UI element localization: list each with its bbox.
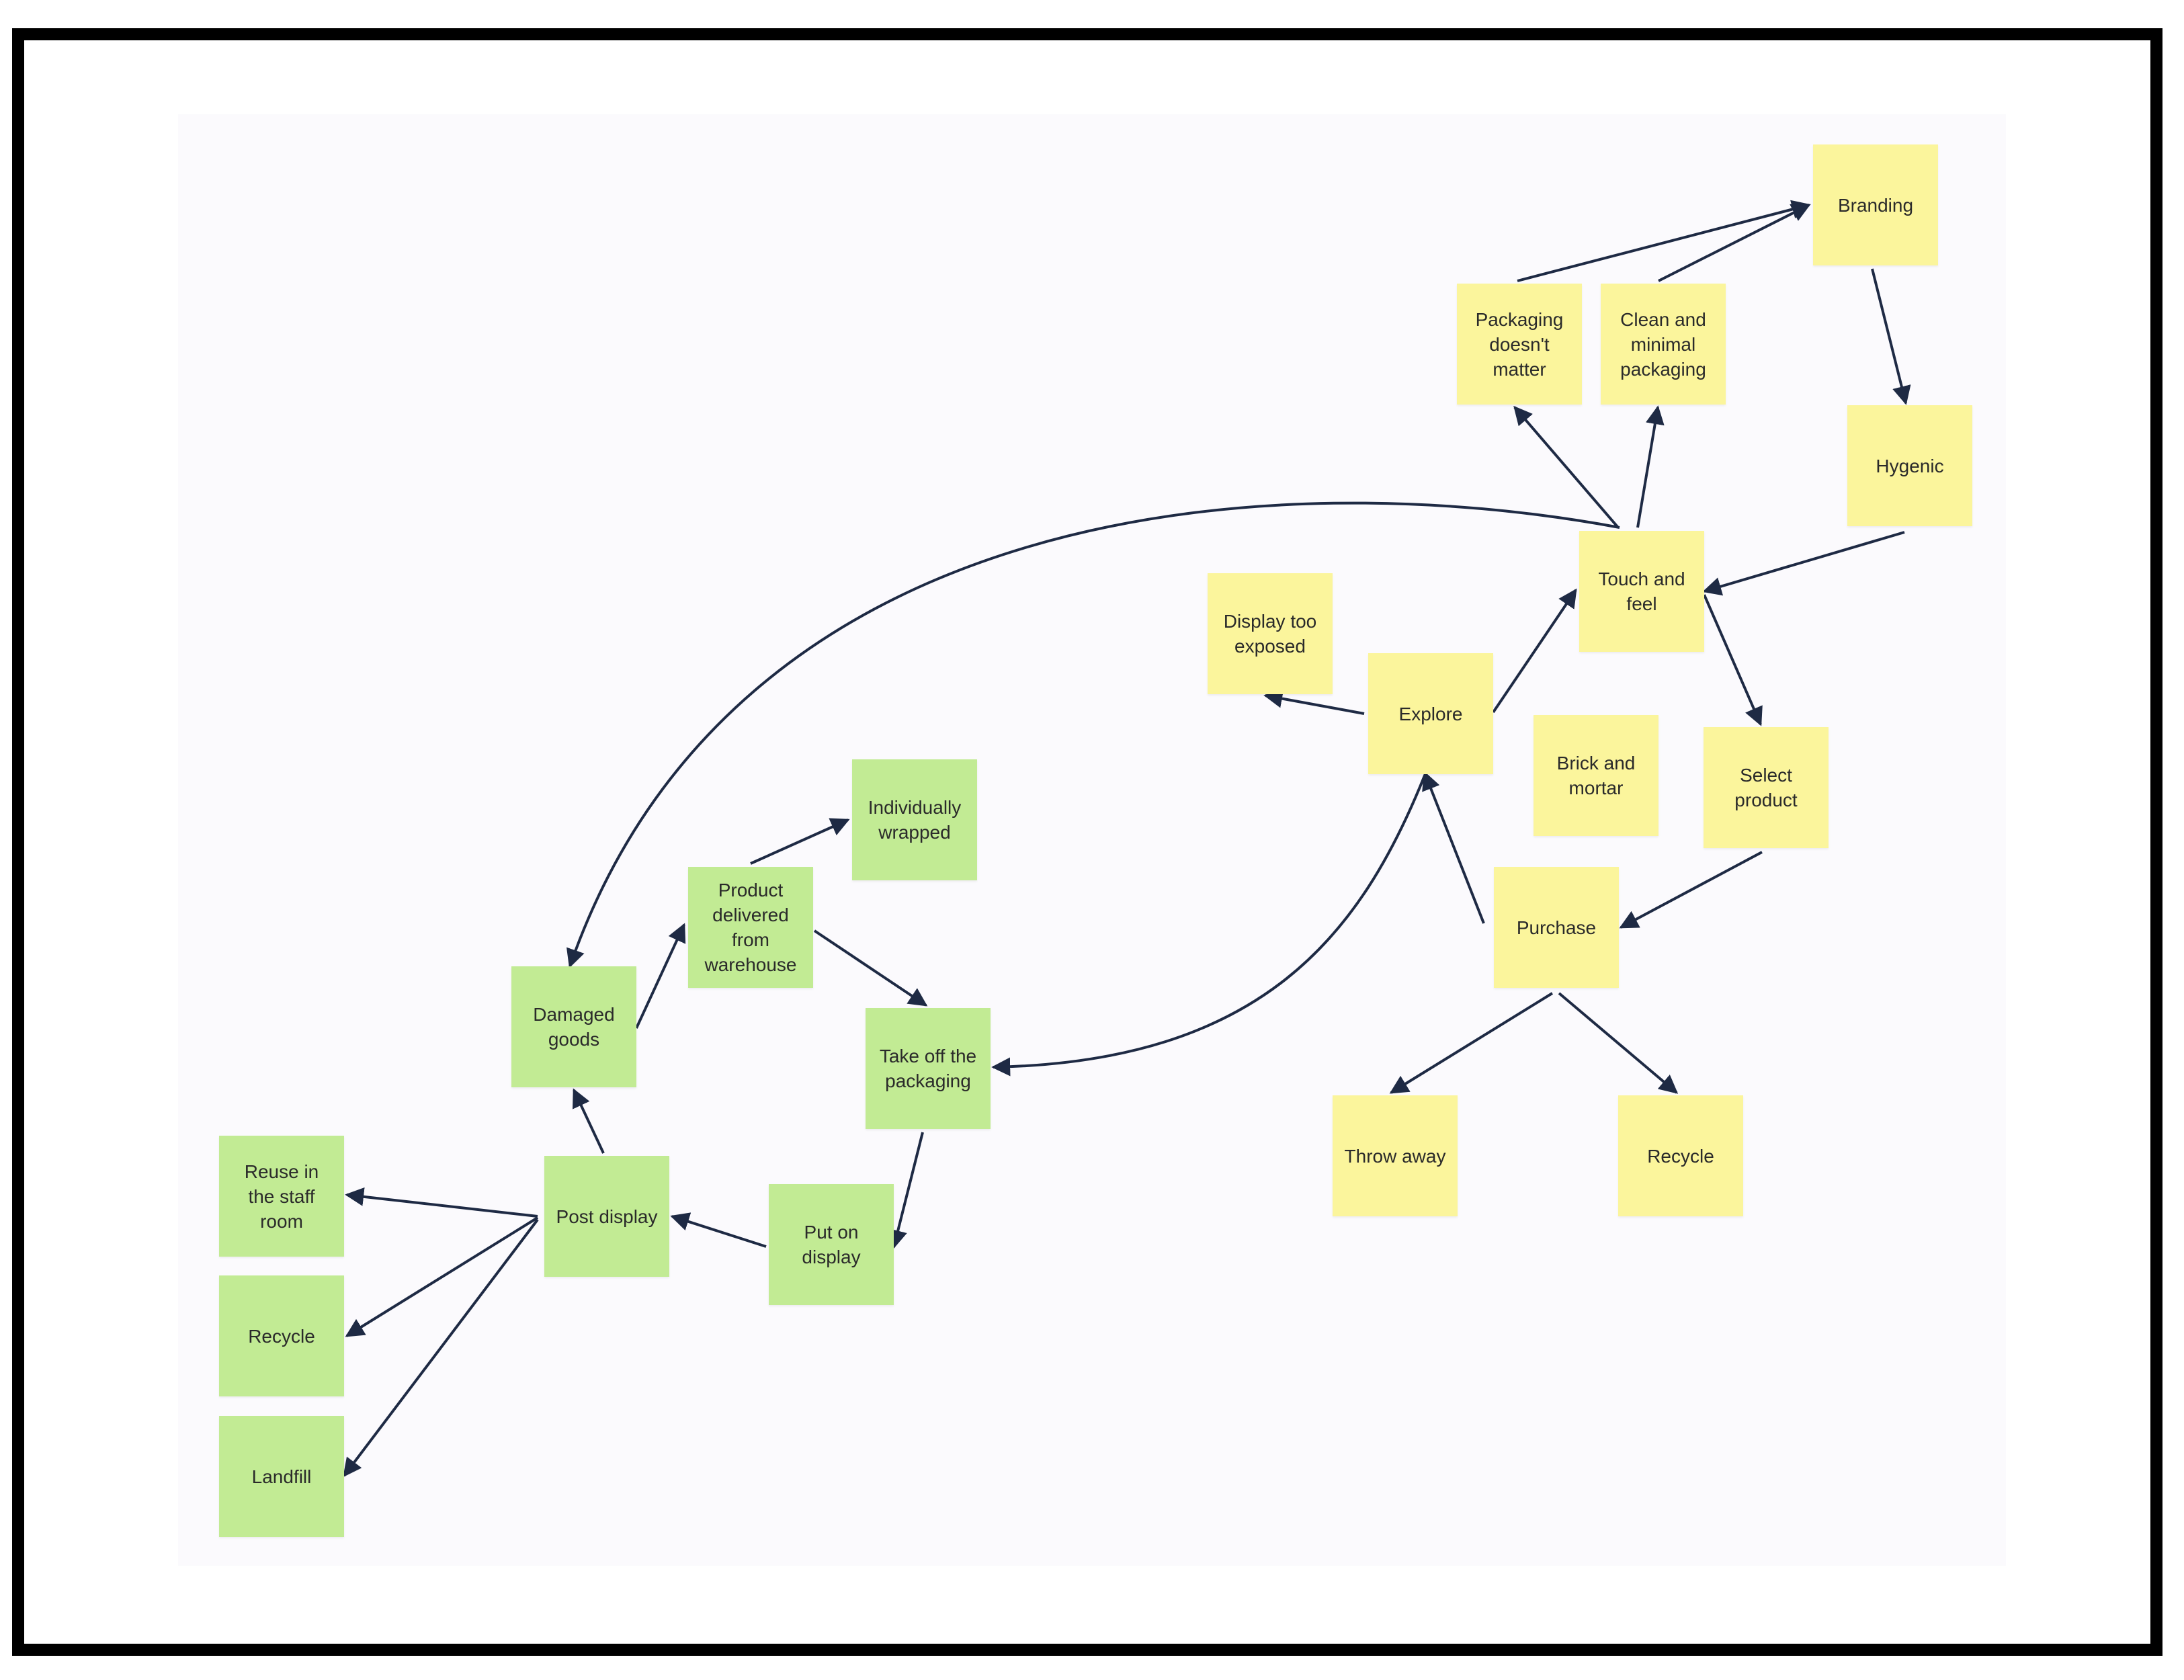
note-label: Touch and feel <box>1598 569 1685 614</box>
note-branding[interactable]: Branding <box>1813 144 1938 265</box>
arrow-postdisplay-to-recycle <box>345 1216 539 1337</box>
note-label: Product delivered from warehouse <box>704 880 797 975</box>
note-recycle-store[interactable]: Recycle <box>219 1275 344 1396</box>
arrow-postdisplay-to-landfill <box>343 1218 539 1478</box>
note-take-off-packaging[interactable]: Take off the packaging <box>866 1008 991 1129</box>
note-display-too-exposed[interactable]: Display too exposed <box>1208 573 1333 694</box>
note-label: Purchase <box>1516 917 1597 938</box>
note-label: Landfill <box>251 1466 312 1487</box>
note-label: Damaged goods <box>533 1004 615 1050</box>
note-label: Explore <box>1398 703 1463 724</box>
note-label: Branding <box>1837 194 1914 216</box>
arrow-clean-min-to-branding <box>1658 204 1811 282</box>
note-brick-and-mortar[interactable]: Brick and mortar <box>1534 715 1658 836</box>
note-label: Clean and minimal packaging <box>1620 308 1706 380</box>
arrow-touch-to-packaging-doesnt <box>1513 405 1620 529</box>
arrow-explore-to-takeoff <box>991 775 1426 1077</box>
arrow-purchase-to-throw <box>1389 992 1554 1094</box>
arrow-explore-to-touch <box>1492 588 1577 714</box>
note-label: Display too exposed <box>1223 611 1317 657</box>
arrow-hygenic-to-touch <box>1702 531 1905 596</box>
note-purchase[interactable]: Purchase <box>1494 867 1619 988</box>
arrow-product-to-takeoff <box>813 929 928 1007</box>
note-put-on-display[interactable]: Put on display <box>769 1184 894 1305</box>
note-label: Hygenic <box>1876 455 1944 476</box>
arrow-touch-to-select <box>1703 594 1763 726</box>
note-throw-away[interactable]: Throw away <box>1333 1095 1458 1216</box>
note-label: Recycle <box>1647 1145 1714 1167</box>
note-landfill[interactable]: Landfill <box>219 1416 344 1537</box>
note-label: Put on display <box>802 1222 861 1267</box>
note-packaging-doesnt-matter[interactable]: Packaging doesn't matter <box>1457 284 1582 405</box>
note-post-display[interactable]: Post display <box>544 1156 669 1277</box>
arrow-packaging-doesnt-to-branding <box>1517 200 1811 282</box>
arrow-putondisplay-to-postdisplay <box>670 1212 767 1248</box>
arrow-product-to-indiv <box>750 818 850 865</box>
note-label: Brick and mortar <box>1556 753 1636 798</box>
arrow-purchase-to-explore <box>1422 771 1485 924</box>
arrow-postdisplay-to-damaged <box>573 1088 605 1154</box>
note-individually-wrapped[interactable]: Individually wrapped <box>852 759 977 880</box>
note-touch-and-feel[interactable]: Touch and feel <box>1579 531 1704 652</box>
note-reuse-staff-room[interactable]: Reuse in the staff room <box>219 1136 344 1257</box>
note-label: Individually wrapped <box>868 797 962 843</box>
note-recycle-consumer[interactable]: Recycle <box>1618 1095 1743 1216</box>
note-label: Take off the packaging <box>879 1046 977 1091</box>
note-label: Recycle <box>248 1325 315 1347</box>
note-damaged-goods[interactable]: Damaged goods <box>511 966 636 1087</box>
arrow-touch-to-damaged-goods <box>566 501 1620 968</box>
note-label: Throw away <box>1344 1145 1446 1167</box>
note-label: Select product <box>1734 765 1798 810</box>
arrow-explore-to-display-exposed <box>1263 689 1365 715</box>
arrow-select-to-purchase <box>1619 851 1763 929</box>
arrow-postdisplay-to-reuse <box>345 1187 538 1218</box>
arrow-touch-to-clean-min <box>1636 405 1665 528</box>
note-select-product[interactable]: Select product <box>1704 727 1829 848</box>
note-hygenic[interactable]: Hygenic <box>1847 405 1972 526</box>
arrow-damaged-to-product <box>635 923 686 1029</box>
note-clean-minimal-packaging[interactable]: Clean and minimal packaging <box>1601 284 1726 405</box>
note-label: Packaging doesn't matter <box>1475 308 1564 380</box>
note-label: Post display <box>556 1206 658 1227</box>
arrow-takeoff-to-putondisplay <box>888 1132 924 1249</box>
note-explore[interactable]: Explore <box>1368 653 1493 774</box>
note-product-delivered[interactable]: Product delivered from warehouse <box>688 867 813 988</box>
note-label: Reuse in the staff room <box>244 1161 319 1232</box>
arrow-branding-to-hygenic <box>1871 268 1911 405</box>
arrow-purchase-to-recycle <box>1558 992 1679 1094</box>
